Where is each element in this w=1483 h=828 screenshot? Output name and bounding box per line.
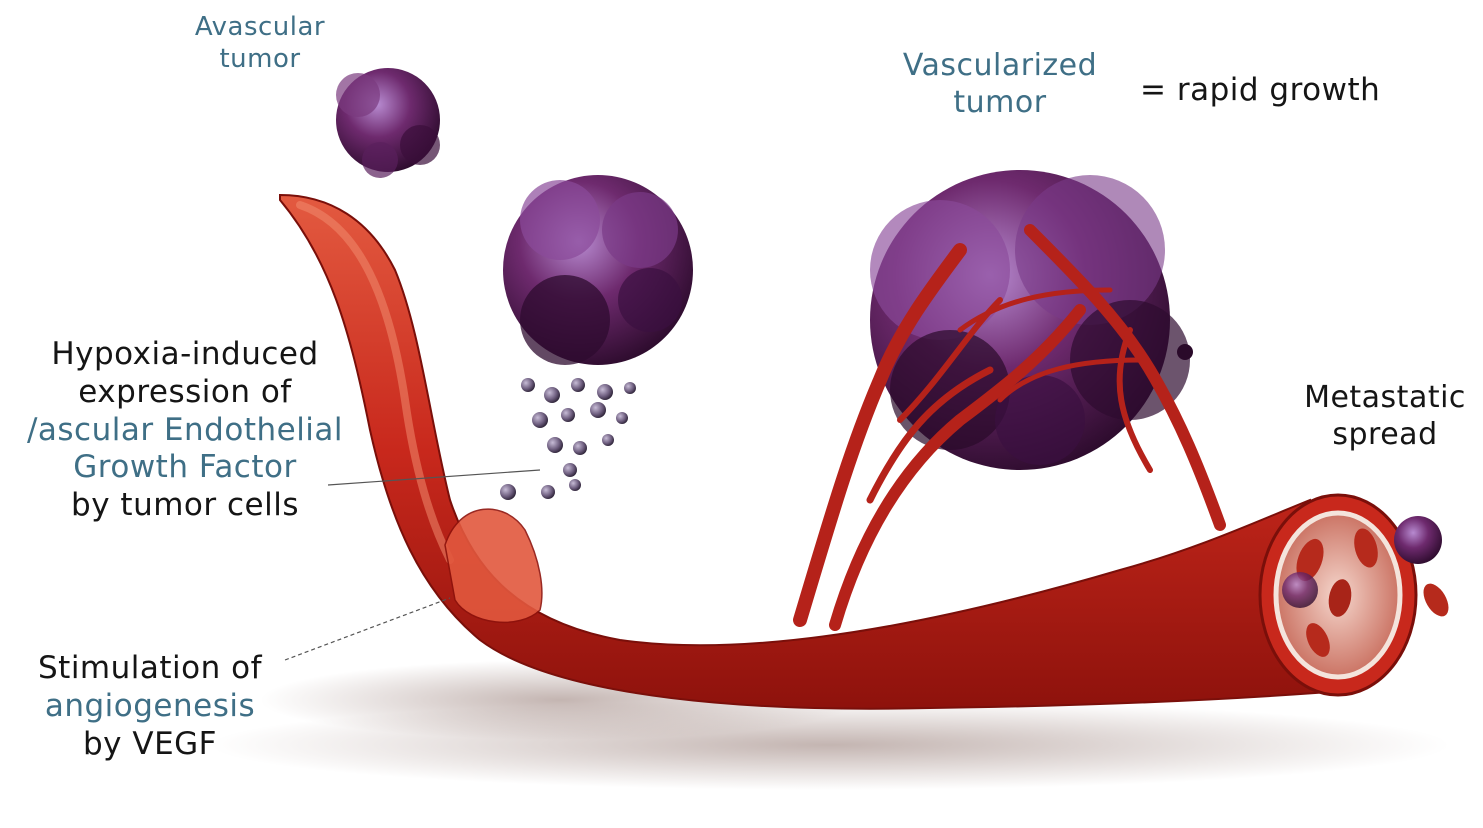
label-line: Growth Factor xyxy=(0,449,370,487)
label-line: tumor xyxy=(150,44,370,76)
label-line: /ascular Endothelial xyxy=(0,412,370,450)
label-line: tumor xyxy=(870,85,1130,122)
label-line: Vascularized xyxy=(870,48,1130,85)
label-line: by VEGF xyxy=(20,726,280,764)
label-line: spread xyxy=(1280,417,1483,454)
vessel-bulge xyxy=(445,509,542,622)
label-line: angiogenesis xyxy=(20,688,280,726)
label-line: Stimulation of xyxy=(20,650,280,688)
label-stimulation-angiogenesis: Stimulation of angiogenesis by VEGF xyxy=(20,650,280,763)
label-avascular-tumor: Avascular tumor xyxy=(150,12,370,75)
label-line: Avascular xyxy=(150,12,370,44)
avascular-tumor xyxy=(336,68,440,178)
label-rapid-growth: = rapid growth xyxy=(1140,72,1400,110)
label-line: expression of xyxy=(0,374,370,412)
pointer-line-angiogenesis xyxy=(285,598,450,660)
label-line: Metastatic xyxy=(1280,380,1483,417)
label-line: Hypoxia-induced xyxy=(0,336,370,374)
red-blood-cell xyxy=(1418,579,1453,620)
label-hypoxia-vegf: Hypoxia-induced expression of /ascular E… xyxy=(0,336,370,525)
label-line: by tumor cells xyxy=(0,487,370,525)
vegf-molecules xyxy=(500,378,636,500)
hypoxic-tumor xyxy=(503,175,693,365)
label-vascularized-tumor: Vascularized tumor xyxy=(870,48,1130,121)
label-metastatic-spread: Metastatic spread xyxy=(1280,380,1483,453)
